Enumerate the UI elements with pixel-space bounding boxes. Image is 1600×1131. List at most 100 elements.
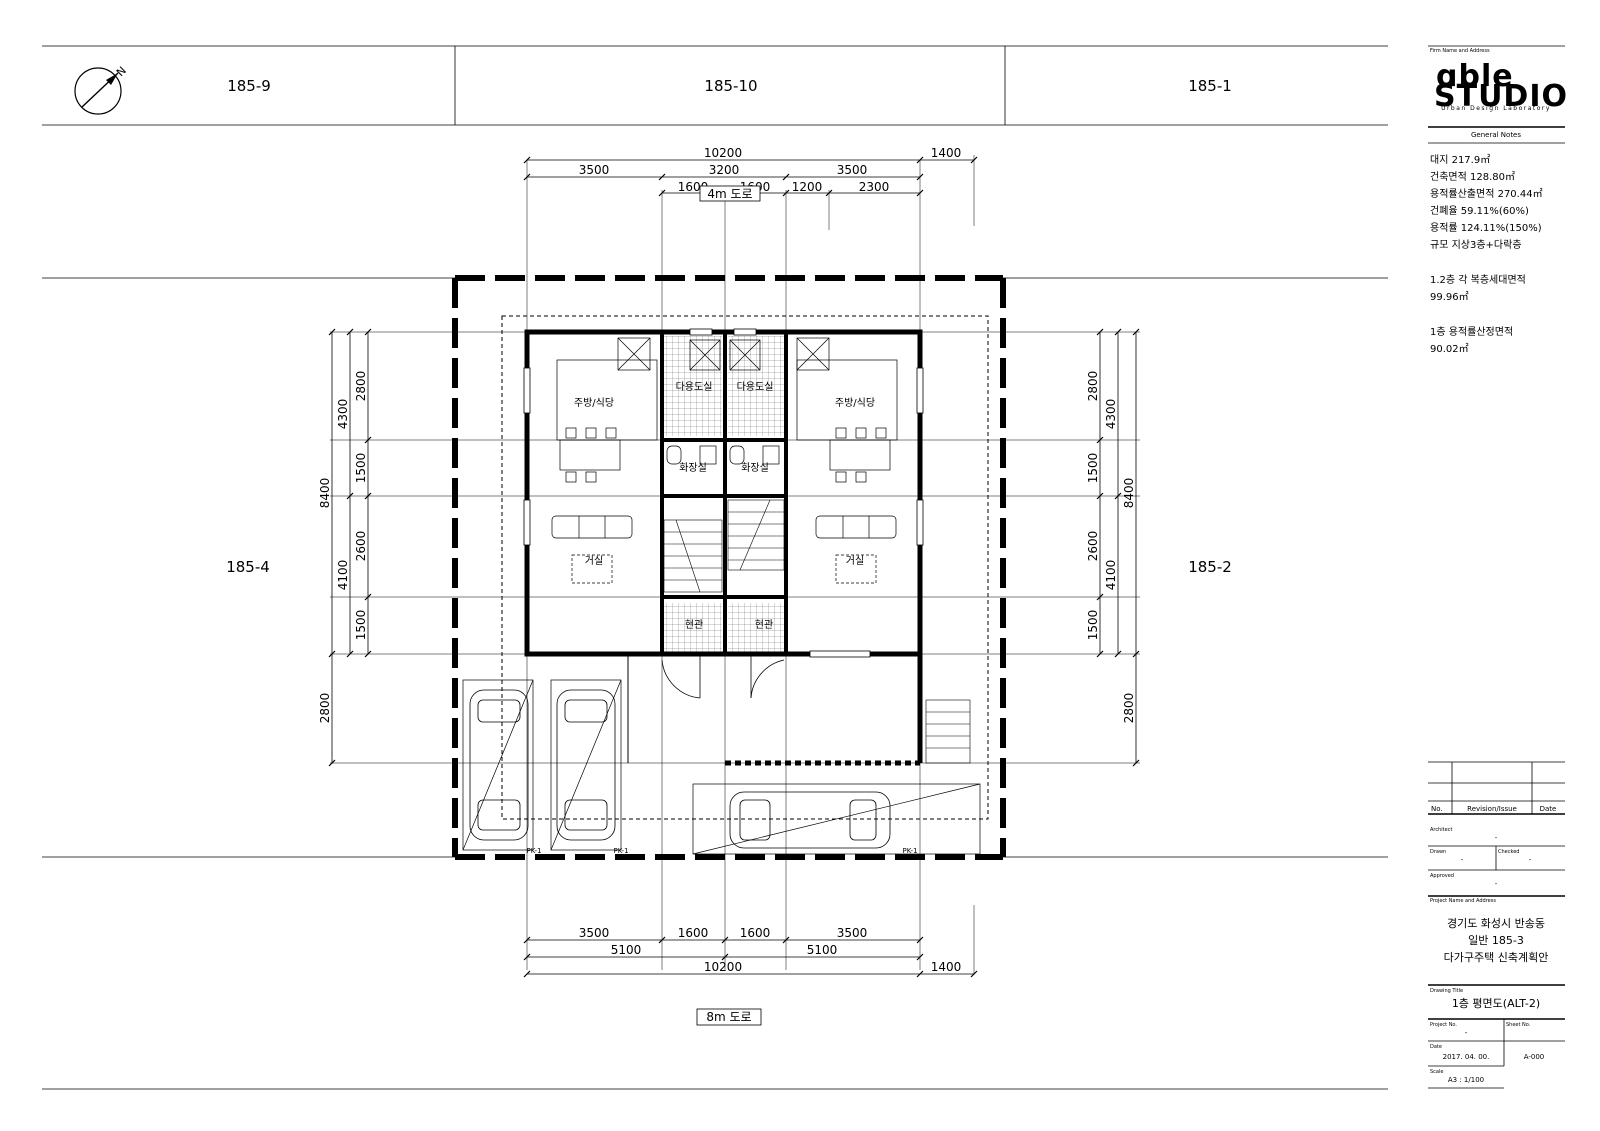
dim-bottom-seg2-0: 5100 <box>611 943 642 957</box>
room-bath-left: 화장실 <box>679 462 707 474</box>
road-label-bottom: 8m 도로 <box>706 1010 751 1024</box>
note-line-1: 건축면적 128.80㎡ <box>1430 171 1515 183</box>
drawn-label: Drawn <box>1430 849 1446 855</box>
logo-line1: ɑble <box>1436 59 1514 94</box>
dim-left-overall: 8400 <box>318 478 332 509</box>
project-line-0: 경기도 화성시 반송동 <box>1447 917 1545 930</box>
dim-left-inner-3: 1500 <box>354 610 368 641</box>
room-kitchen-right: 주방/식당 <box>835 397 875 409</box>
lot-lines <box>42 45 1388 1090</box>
approved-label: Approved <box>1430 873 1454 879</box>
room-living-left: 거실 <box>585 555 603 567</box>
general-notes-header: General Notes <box>1471 131 1521 139</box>
scale-value: A3 : 1/100 <box>1448 1076 1484 1084</box>
note-block2-1: 99.96㎡ <box>1430 291 1469 303</box>
dim-top-seg1-1: 3200 <box>709 163 740 177</box>
dim-bottom-seg2-1: 5100 <box>807 943 838 957</box>
note-line-2: 용적률산출면적 270.44㎡ <box>1430 188 1543 200</box>
project-line-1: 일반 185-3 <box>1468 933 1524 947</box>
dimension-bottom <box>523 936 978 978</box>
date-label: Date <box>1430 1044 1442 1050</box>
room-entry-left: 현관 <box>685 619 703 631</box>
dim-right-inner-3: 1500 <box>1086 610 1100 641</box>
dim-bottom-extra: 1400 <box>931 960 962 974</box>
dim-left-mid-0: 4300 <box>336 399 350 430</box>
sheet-no-value: A-000 <box>1524 1053 1545 1061</box>
room-living-right: 거실 <box>846 555 864 567</box>
dim-top-overall: 10200 <box>704 146 742 160</box>
parking-label-3: PK-1 <box>902 847 917 855</box>
dim-top-seg2-2: 1200 <box>792 180 823 194</box>
note-block3-1: 90.02㎡ <box>1430 343 1469 355</box>
dim-bottom-seg1-0: 3500 <box>579 926 610 940</box>
rev-header-date: Date <box>1540 805 1557 813</box>
car-icon-3 <box>729 791 891 849</box>
title-block <box>1428 45 1565 1089</box>
checked-label: Checked <box>1498 849 1519 855</box>
site-boundary <box>452 275 1006 860</box>
car-icon-1 <box>469 689 529 841</box>
building-walls <box>524 329 923 766</box>
wet-room-tiles <box>664 336 784 652</box>
parking-stalls <box>462 679 981 855</box>
dim-right-parking: 2800 <box>1122 693 1136 724</box>
road-label-top: 4m 도로 <box>707 187 752 201</box>
dim-right-inner-1: 1500 <box>1086 453 1100 484</box>
dim-left-mid-1: 4100 <box>336 560 350 591</box>
logo-line2: STUDIO <box>1434 79 1568 114</box>
dim-top-seg1-2: 3500 <box>837 163 868 177</box>
dim-bottom-seg1-1: 1600 <box>678 926 709 940</box>
project-line-2: 다가구주택 신축계획안 <box>1444 951 1549 964</box>
project-no-label: Project No. <box>1430 1022 1457 1028</box>
setback-line <box>501 315 989 820</box>
kitchen-fixtures <box>551 337 898 584</box>
dimension-left <box>328 328 372 767</box>
scale-label: Scale <box>1430 1069 1443 1075</box>
windows <box>523 328 924 658</box>
note-block2-0: 1.2층 각 복층세대면적 <box>1430 274 1526 286</box>
north-arrow-icon: N <box>74 64 129 115</box>
stairs <box>663 499 971 764</box>
room-kitchen-left: 주방/식당 <box>574 397 614 409</box>
dim-right-overall: 8400 <box>1122 478 1136 509</box>
note-line-3: 건폐율 59.11%(60%) <box>1430 205 1529 217</box>
room-utility-left: 다용도실 <box>676 381 713 393</box>
note-line-5: 규모 지상3층+다락층 <box>1430 239 1522 251</box>
dim-top-seg1-0: 3500 <box>579 163 610 177</box>
dim-left-parking: 2800 <box>318 693 332 724</box>
note-line-0: 대지 217.9㎡ <box>1430 154 1490 166</box>
room-entry-right: 현관 <box>755 619 773 631</box>
car-icon-2 <box>556 689 616 841</box>
logo-sub: Urban Design Laboratory <box>1441 105 1551 112</box>
dim-right-inner-2: 2600 <box>1086 531 1100 562</box>
approved-value: - <box>1495 880 1498 888</box>
dim-left-inner-2: 2600 <box>354 531 368 562</box>
rev-header-revision: Revision/Issue <box>1467 805 1517 813</box>
project-no-value: - <box>1465 1029 1468 1037</box>
rev-header-no: No. <box>1431 805 1443 813</box>
dim-bottom-seg1-3: 3500 <box>837 926 868 940</box>
note-line-4: 용적률 124.11%(150%) <box>1430 222 1542 234</box>
lot-label-top-left: 185-9 <box>227 77 271 95</box>
dim-top-extra: 1400 <box>931 146 962 160</box>
architect-label: Architect <box>1430 827 1452 833</box>
project-label: Project Name and Address <box>1430 898 1496 904</box>
road-label-top-box <box>699 185 761 202</box>
dimension-right <box>1096 328 1140 767</box>
lot-label-top-right: 185-1 <box>1188 77 1232 95</box>
drawn-value: - <box>1461 856 1464 864</box>
dim-bottom-seg1-2: 1600 <box>740 926 771 940</box>
drawing-title: 1층 평면도(ALT-2) <box>1452 997 1540 1010</box>
dim-left-inner-1: 1500 <box>354 453 368 484</box>
dim-right-mid-1: 4100 <box>1104 560 1118 591</box>
architect-value: - <box>1495 834 1498 842</box>
room-bath-right: 화장실 <box>741 462 769 474</box>
room-utility-right: 다용도실 <box>737 381 774 393</box>
dim-top-seg2-3: 2300 <box>859 180 890 194</box>
dim-right-inner-0: 2800 <box>1086 371 1100 402</box>
drawing-title-label: Drawing Title <box>1430 988 1463 994</box>
lot-label-top-center: 185-10 <box>704 77 757 95</box>
date-value: 2017. 04. 00. <box>1443 1053 1490 1061</box>
dim-right-mid-0: 4300 <box>1104 399 1118 430</box>
